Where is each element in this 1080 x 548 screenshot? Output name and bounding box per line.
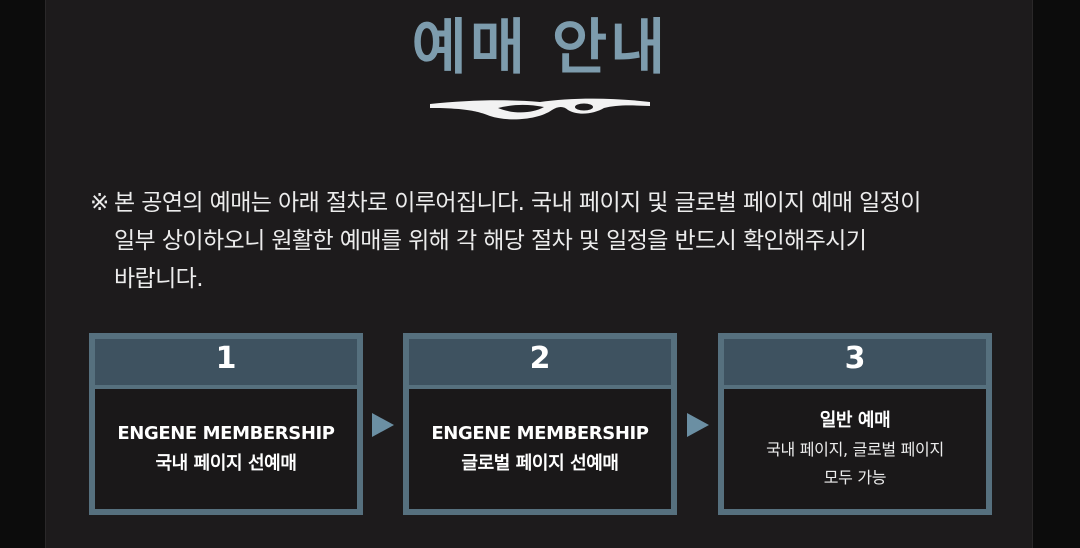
step-card-2: 2 ENGENE MEMBERSHIP 글로벌 페이지 선예매 (403, 333, 677, 515)
step-number-bar (95, 339, 357, 385)
triangle-right-icon (687, 413, 709, 437)
step-number-bar (409, 339, 671, 385)
step-body: 일반 예매 국내 페이지, 글로벌 페이지 모두 가능 (724, 389, 986, 509)
step-body: ENGENE MEMBERSHIP 국내 페이지 선예매 (95, 389, 357, 509)
step-card-3: 3 일반 예매 국내 페이지, 글로벌 페이지 모두 가능 (718, 333, 992, 515)
reference-mark: ※ (90, 190, 109, 216)
page-title: 예매 안내 (411, 13, 669, 83)
step-number-bar (724, 339, 986, 385)
notice-line-1: ※본 공연의 예매는 아래 절차로 이루어집니다. 국내 페이지 및 글로벌 페… (90, 184, 1020, 222)
swirl-ornament-icon (430, 98, 650, 120)
step-body: ENGENE MEMBERSHIP 글로벌 페이지 선예매 (409, 389, 671, 509)
step-detail-line: 모두 가능 (823, 468, 887, 487)
step-card-1: 1 ENGENE MEMBERSHIP 국내 페이지 선예매 (89, 333, 363, 515)
step-title-line: ENGENE MEMBERSHIP (431, 423, 649, 444)
step-title-line: ENGENE MEMBERSHIP (117, 423, 335, 444)
notice-text: ※본 공연의 예매는 아래 절차로 이루어집니다. 국내 페이지 및 글로벌 페… (90, 184, 1020, 298)
step-number: 2 (529, 341, 551, 376)
step-detail-line: 국내 페이지, 글로벌 페이지 (766, 440, 944, 459)
step-number: 3 (844, 341, 866, 376)
notice-line-2: 일부 상이하오니 원활한 예매를 위해 각 해당 절차 및 일정을 반드시 확인… (114, 228, 867, 254)
step-number: 1 (215, 341, 237, 376)
notice-line-3: 바랍니다. (114, 266, 204, 292)
step-subtitle-line: 글로벌 페이지 선예매 (461, 453, 619, 474)
triangle-right-icon (372, 413, 394, 437)
step-subtitle-line: 국내 페이지 선예매 (155, 453, 297, 474)
step-title-line: 일반 예매 (819, 410, 891, 431)
